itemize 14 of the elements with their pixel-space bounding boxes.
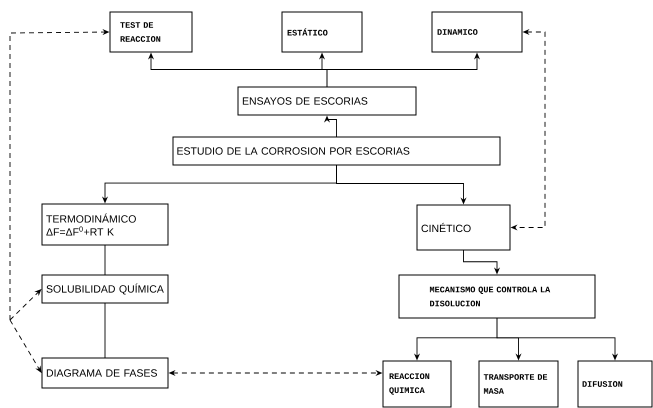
process-box: DIAGRAMA DE FASES — [42, 358, 168, 388]
process-box: TRANSPORTE DE MASA — [478, 360, 558, 408]
process-box: CINÉTICO — [416, 204, 510, 250]
process-box: SOLUBILIDAD QUÍMICA — [42, 274, 168, 304]
process-box: MECANISMO QUE CONTROLA LA DISOLUCION — [398, 274, 596, 318]
process-box: DINAMICO — [432, 12, 522, 52]
process-box: TERMODINÁMICO ΔF=ΔF$^{0}$+RT K — [42, 204, 168, 246]
process-box: TEST DE REACCION — [110, 12, 192, 52]
arrow — [10, 289, 42, 320]
process-box: ESTÁTICO — [282, 12, 362, 52]
process-box: REACCION QUIMICA — [382, 360, 452, 408]
process-box: DIFUSION — [578, 360, 652, 408]
process-box: ESTUDIO DE LA CORROSION POR ESCORIAS — [172, 136, 500, 166]
process-box: ENSAYOS DE ESCORIAS — [238, 86, 416, 116]
